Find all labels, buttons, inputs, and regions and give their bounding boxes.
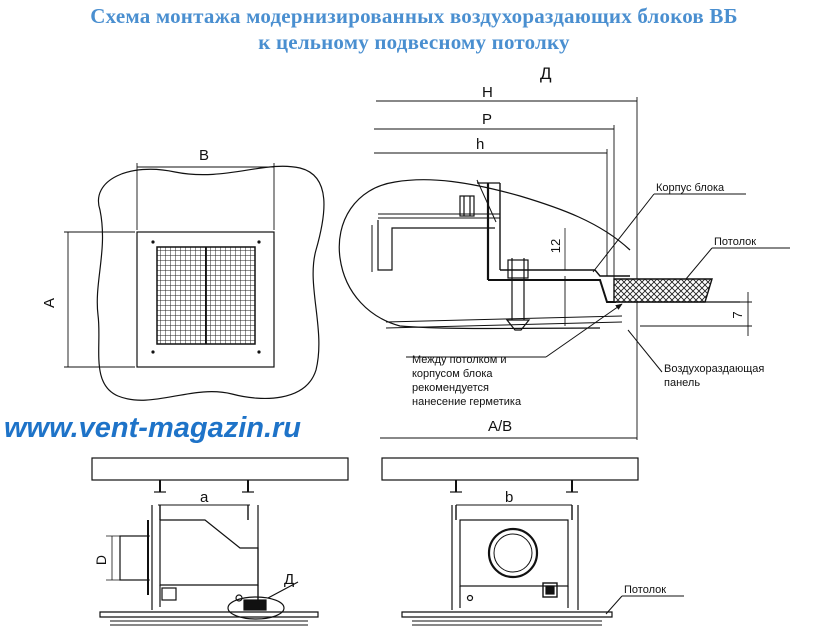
- dim-label-B: B: [199, 147, 209, 164]
- housing-front: [459, 519, 569, 587]
- dim-label-A: A: [41, 298, 58, 308]
- top-slab-right: [381, 457, 639, 481]
- label-panel-line2: панель: [664, 377, 700, 389]
- ceiling-panel-left: [99, 611, 319, 618]
- label-ceiling: Потолок: [714, 236, 756, 248]
- spigot: [119, 535, 149, 581]
- corner-screw-holes: [151, 240, 261, 354]
- dim-label-D-mark: Д: [284, 571, 294, 588]
- air-panel-square: [136, 231, 275, 368]
- dim-label-7: 7: [730, 311, 745, 318]
- diagram-title-line1: Схема монтажа модернизированных воздухор…: [90, 4, 738, 28]
- spigot-opening-outer: [487, 527, 539, 579]
- sealant-note-line1: Между потолком и: [412, 354, 506, 366]
- top-slab-left: [91, 457, 349, 481]
- label-ceiling-bottom: Потолок: [624, 584, 666, 596]
- detail-callout-outline: [338, 179, 631, 330]
- section-detail: [338, 97, 752, 440]
- ceiling-panel-right: [401, 611, 613, 618]
- dim-label-AB: A/B: [488, 418, 512, 435]
- dim-label-h: h: [476, 136, 484, 153]
- dim-label-P: P: [482, 111, 492, 128]
- sealant-note-line4: нанесение герметика: [412, 396, 522, 408]
- dim-label-detail: Д: [540, 64, 552, 83]
- dim-label-H: H: [482, 84, 493, 101]
- side-view: [91, 457, 349, 626]
- housing-side: [159, 519, 259, 586]
- ceiling-slab: [613, 278, 713, 303]
- dim-label-b: b: [505, 489, 513, 506]
- sealant-note-line2: корпусом блока: [412, 368, 493, 380]
- website-link[interactable]: www.vent-magazin.ru: [4, 412, 302, 444]
- label-panel-line1: Воздухораздающая: [664, 363, 764, 375]
- spigot-opening-inner: [493, 533, 533, 573]
- leader-lines: [406, 193, 790, 373]
- dim-label-D: D: [93, 555, 109, 565]
- sealant-note-line3: рекомендуется: [412, 382, 489, 394]
- detail-callout-D: [227, 596, 285, 620]
- dim-label-12: 12: [548, 239, 563, 253]
- ceiling-cutout-outline: [96, 165, 325, 401]
- diagram-title-line2: к цельному подвесному потолку: [258, 30, 570, 54]
- front-view: [381, 457, 684, 626]
- plan-view: [64, 163, 325, 401]
- dim-label-a: a: [200, 489, 209, 506]
- label-block-body: Корпус блока: [656, 182, 725, 194]
